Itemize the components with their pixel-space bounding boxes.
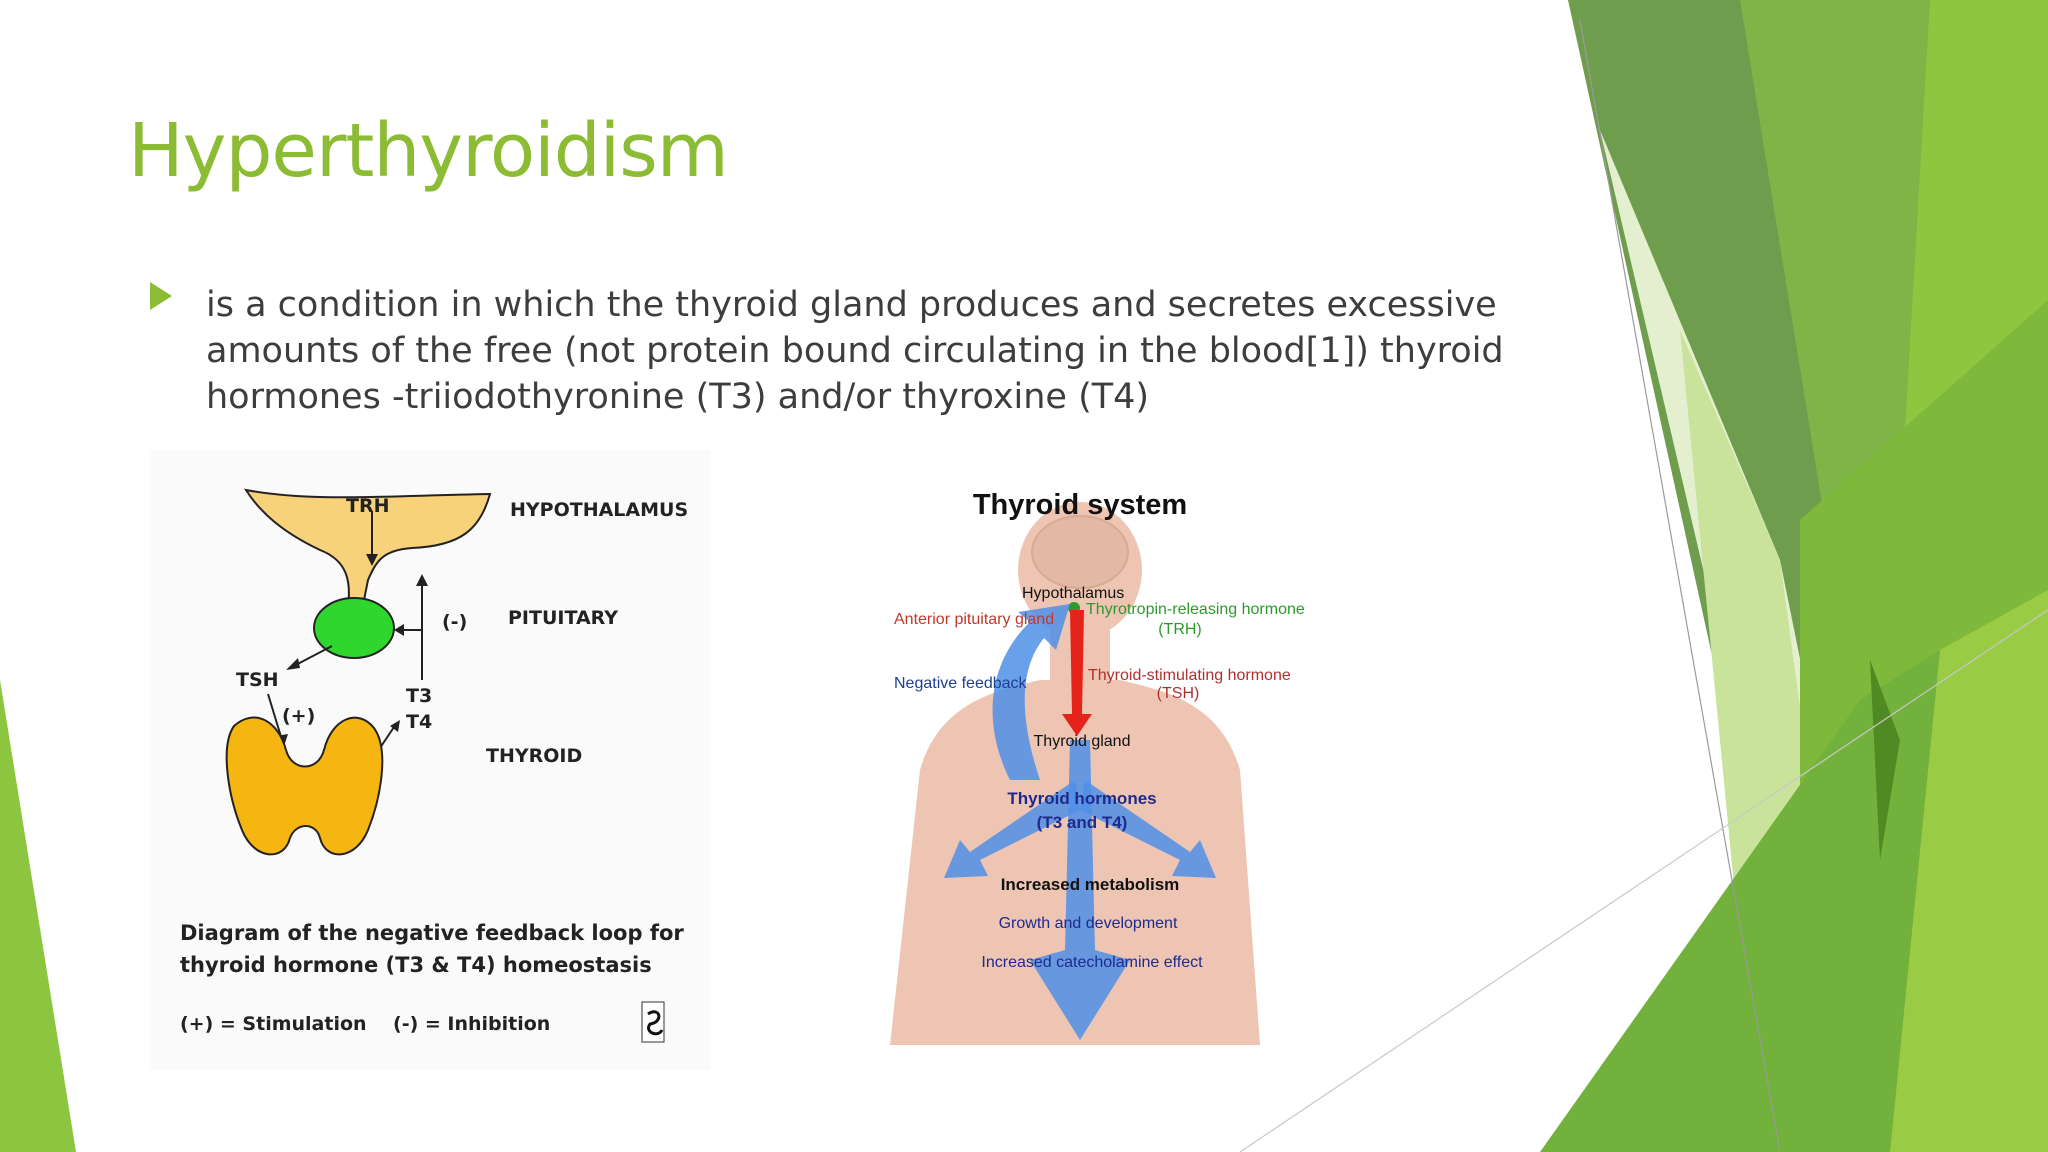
bullet-text: is a condition in which the thyroid glan… — [206, 282, 1546, 420]
thyroid-system-title: Thyroid system — [973, 489, 1187, 521]
slide-title: Hyperthyroidism — [128, 108, 729, 194]
t4-label: T4 — [406, 711, 432, 733]
increased-metabolism-label: Increased metabolism — [1001, 875, 1180, 894]
tsh-label: Thyroid-stimulating hormone — [1088, 667, 1291, 684]
pituitary-shape — [313, 597, 395, 659]
bullet-arrow-icon — [150, 282, 172, 310]
legend-label: (+) = Stimulation (-) = Inhibition — [180, 1013, 550, 1035]
feedback-loop-diagram: TRH HYPOTHALAMUS (-) PITUITARY TSH (+) T… — [150, 450, 710, 1070]
source-logo-icon — [641, 1001, 665, 1043]
caption-line-2: thyroid hormone (T3 & T4) homeostasis — [180, 953, 652, 977]
negative-feedback-arrow — [992, 604, 1070, 780]
brain-shape — [1031, 515, 1129, 589]
trh-abbrev-label: (TRH) — [1158, 621, 1202, 638]
trh-label: TRH — [346, 495, 390, 517]
thyroid-system-diagram: Thyroid system Hypothalamus Anterior pit… — [890, 489, 1305, 1045]
growth-development-label: Growth and development — [999, 915, 1178, 932]
thyroid-shape — [225, 716, 384, 856]
bullet-line-2: amounts of the free (not protein bound c… — [206, 331, 1504, 371]
caption-line-1: Diagram of the negative feedback loop fo… — [180, 921, 684, 945]
t3-t4-label: (T3 and T4) — [1037, 813, 1128, 832]
t3-label: T3 — [406, 685, 432, 707]
trh-label: Thyrotropin-releasing hormone — [1086, 601, 1305, 618]
minus-label: (-) — [442, 611, 467, 633]
tsh-arrow — [1062, 610, 1092, 736]
thyroid-gland-label: Thyroid gland — [1034, 733, 1131, 750]
plus-label: (+) — [282, 705, 315, 727]
bullet-line-3: hormones -triiodothyronine (T3) and/or t… — [206, 377, 1150, 417]
left-hormone-arrow — [944, 780, 1080, 878]
hypothalamus-label: HYPOTHALAMUS — [510, 499, 688, 521]
tsh-label: TSH — [236, 669, 279, 691]
catecholamine-label: Increased catecholamine effect — [981, 954, 1203, 971]
hypothalamus-label: Hypothalamus — [1022, 585, 1124, 602]
thyroid-hormones-label: Thyroid hormones — [1007, 789, 1156, 808]
negative-feedback-label: Negative feedback — [894, 675, 1028, 692]
tsh-abbrev-label: (TSH) — [1157, 685, 1200, 702]
right-hormone-arrow — [1080, 780, 1216, 878]
pituitary-label: PITUITARY — [508, 607, 618, 629]
bullet-line-1: is a condition in which the thyroid glan… — [206, 285, 1497, 325]
hormone-flow-arrow — [1030, 740, 1130, 1040]
anterior-pituitary-label: Anterior pituitary gland — [894, 611, 1054, 628]
thyroid-label: THYROID — [486, 745, 582, 767]
